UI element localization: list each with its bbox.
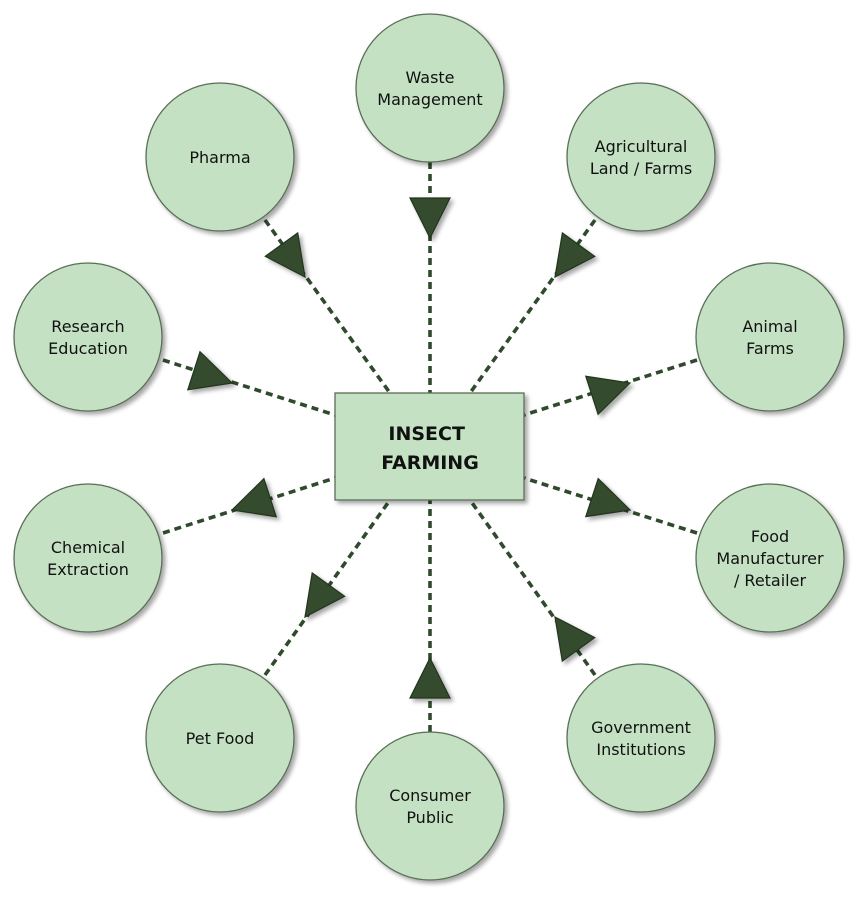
node-circle (566, 82, 716, 232)
node-pharma: Pharma (145, 82, 295, 232)
node-label-line: Government (591, 718, 691, 737)
node-label-line: Public (406, 808, 453, 827)
node-label-line: Waste (405, 68, 454, 87)
node-circle (13, 483, 163, 633)
node-label-line: Agricultural (595, 137, 688, 156)
arrowhead-chemical-extraction (230, 477, 278, 518)
node-label-line: Consumer (389, 786, 471, 805)
center-label-line: INSECT (388, 423, 465, 445)
node-circle (695, 262, 845, 412)
connectors-layer (162, 162, 698, 732)
node-label-line: Extraction (47, 560, 129, 579)
node-circle (566, 663, 716, 813)
node-circle (13, 262, 163, 412)
node-circle (145, 663, 295, 813)
arrowhead-food-manufacturer-retailer (584, 477, 632, 518)
arrowhead-animal-farms (584, 375, 632, 416)
node-label-line: Education (48, 339, 128, 358)
node-label-line: Manufacturer (716, 549, 824, 568)
node-label: Pet Food (186, 729, 255, 748)
node-label-line: Institutions (596, 740, 685, 759)
node-label-line: Research (51, 317, 124, 336)
node-circle (695, 483, 845, 633)
arrowhead-research-education (186, 350, 234, 391)
center-label-line: FARMING (381, 452, 479, 474)
node-label-line: Food (751, 527, 789, 546)
node-label-line: Pharma (189, 148, 250, 167)
arrowhead-pet-food (304, 571, 346, 619)
arrowhead-consumer-public (409, 656, 451, 699)
node-label-line: Animal (742, 317, 797, 336)
connector-research-education (162, 358, 336, 417)
node-circle (355, 731, 505, 881)
node-pet-food: Pet Food (145, 663, 295, 813)
node-label-line: Farms (746, 339, 794, 358)
arrowhead-agricultural-land-farms (554, 231, 596, 279)
node-label-line: / Retailer (734, 571, 807, 590)
arrowhead-government-institutions (554, 615, 596, 663)
node-label-line: Management (377, 90, 482, 109)
node-label-line: Pet Food (186, 729, 255, 748)
node-circle (355, 13, 505, 163)
arrowhead-waste-management (409, 197, 451, 240)
center-node: INSECT FARMING (334, 392, 525, 501)
center-box (334, 392, 525, 501)
node-label-line: Land / Farms (590, 159, 692, 178)
node-label: Pharma (189, 148, 250, 167)
node-circle (145, 82, 295, 232)
node-label-line: Chemical (51, 538, 125, 557)
center-label: INSECT FARMING (381, 423, 479, 474)
arrowhead-pharma (264, 231, 306, 279)
